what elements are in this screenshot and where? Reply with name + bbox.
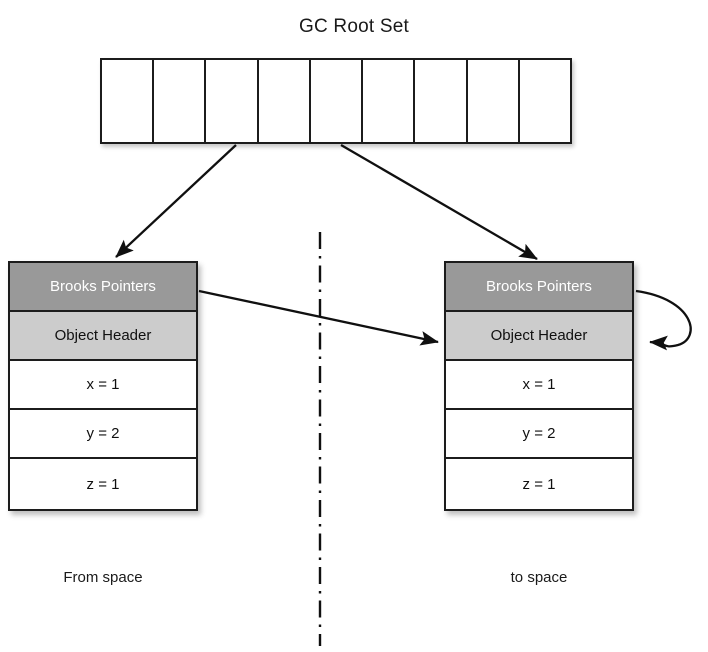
to-field-z-row: z = 1	[446, 459, 632, 509]
root-set-cell[interactable]	[310, 60, 364, 142]
to-space-object: Brooks Pointers Object Header x = 1 y = …	[444, 261, 634, 511]
gc-root-set	[100, 58, 572, 144]
to-field-y-row: y = 2	[446, 410, 632, 459]
from-field-y-row: y = 2	[10, 410, 196, 459]
root-set-cell[interactable]	[519, 60, 570, 142]
root-set-cell[interactable]	[154, 60, 207, 142]
to-field-x-row: x = 1	[446, 361, 632, 410]
root-set-cell[interactable]	[467, 60, 520, 142]
to-space-label: to space	[510, 569, 568, 586]
to-brooks-self-pointer-arrow	[635, 289, 692, 351]
root-set-cell[interactable]	[363, 60, 416, 142]
root-to-to-object-arrow	[340, 144, 538, 260]
from-space-label: From space	[63, 569, 143, 586]
to-brooks-pointers-row: Brooks Pointers	[446, 263, 632, 312]
from-object-header-row: Object Header	[10, 312, 196, 361]
from-brooks-forwarding-pointer-arrow	[198, 289, 439, 346]
from-field-x-row: x = 1	[10, 361, 196, 410]
root-set-cell[interactable]	[206, 60, 259, 142]
root-set-cell[interactable]	[102, 60, 155, 142]
page-title: GC Root Set	[299, 16, 409, 37]
root-to-from-object-arrow	[115, 144, 237, 258]
to-object-header-row: Object Header	[446, 312, 632, 361]
from-field-z-row: z = 1	[10, 459, 196, 509]
root-set-cell[interactable]	[258, 60, 311, 142]
from-space-object: Brooks Pointers Object Header x = 1 y = …	[8, 261, 198, 511]
root-set-cell[interactable]	[415, 60, 468, 142]
from-brooks-pointers-row: Brooks Pointers	[10, 263, 196, 312]
